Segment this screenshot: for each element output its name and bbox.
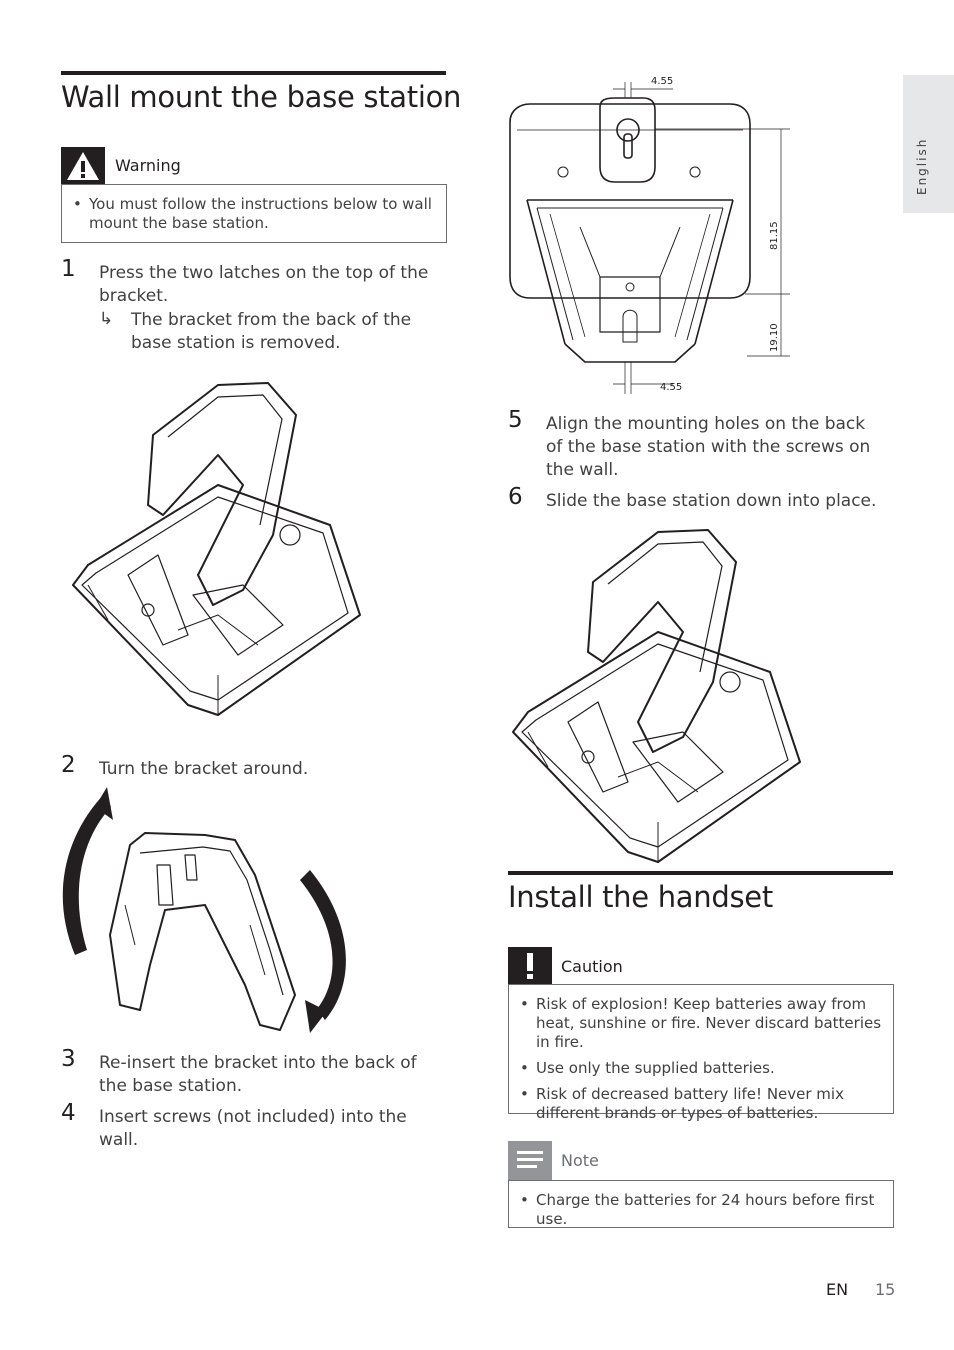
warning-icon <box>61 147 105 184</box>
caution-item: Risk of decreased battery life! Never mi… <box>518 1085 888 1123</box>
rotate-arrow-icon <box>300 870 346 1020</box>
step-number: 1 <box>61 256 76 282</box>
warning-item: You must follow the instructions below t… <box>71 195 441 233</box>
language-tab-label: English <box>915 137 929 195</box>
dimension-label: 4.55 <box>651 76 673 87</box>
page-number: 15 <box>875 1280 896 1299</box>
warning-title: Warning <box>115 156 181 175</box>
note-icon <box>508 1141 552 1180</box>
bracket-rotate-illustration <box>62 787 346 1033</box>
note-title: Note <box>561 1151 599 1170</box>
rotate-arrow-icon <box>62 793 111 955</box>
base-station-slide-illustration <box>512 529 801 863</box>
caution-item: Risk of explosion! Keep batteries away f… <box>518 995 888 1052</box>
dimension-label: 19.10 <box>769 323 780 352</box>
section-title: Install the handset <box>508 880 773 914</box>
note-list: Charge the batteries for 24 hours before… <box>518 1191 888 1236</box>
note-item: Charge the batteries for 24 hours before… <box>518 1191 888 1229</box>
caution-title: Caution <box>561 957 623 976</box>
step-text: Align the mounting holes on the back of … <box>546 414 871 480</box>
section-title: Wall mount the base station <box>61 80 462 114</box>
step-number: 4 <box>61 1100 76 1126</box>
dimension-label: 4.55 <box>660 382 682 393</box>
step-number: 3 <box>61 1046 76 1072</box>
dimension-label: 81.15 <box>769 221 780 250</box>
section-rule <box>61 71 446 75</box>
result-arrow-icon: ↳ <box>99 309 114 329</box>
caution-icon <box>508 947 552 984</box>
step-text: Insert screws (not included) into the wa… <box>99 1107 407 1150</box>
step-result: The bracket from the back of the base st… <box>131 310 412 353</box>
mounting-dimensions-diagram: 4.55 81.15 19.10 4.55 <box>509 76 790 394</box>
warning-box <box>61 184 447 243</box>
language-tab: English <box>903 75 954 213</box>
warning-list: You must follow the instructions below t… <box>71 195 441 240</box>
step-number: 6 <box>508 484 523 510</box>
footer-language: EN <box>826 1280 849 1299</box>
section-rule <box>508 871 893 875</box>
step-number: 5 <box>508 407 523 433</box>
step-text: Turn the bracket around. <box>99 759 309 779</box>
caution-list: Risk of explosion! Keep batteries away f… <box>518 995 888 1130</box>
step-text: Slide the base station down into place. <box>546 491 877 511</box>
step-number: 2 <box>61 752 76 778</box>
step-text: Press the two latches on the top of the … <box>99 263 429 306</box>
caution-item: Use only the supplied batteries. <box>518 1059 888 1078</box>
step-text: Re-insert the bracket into the back of t… <box>99 1053 417 1096</box>
base-station-illustration <box>72 382 361 716</box>
